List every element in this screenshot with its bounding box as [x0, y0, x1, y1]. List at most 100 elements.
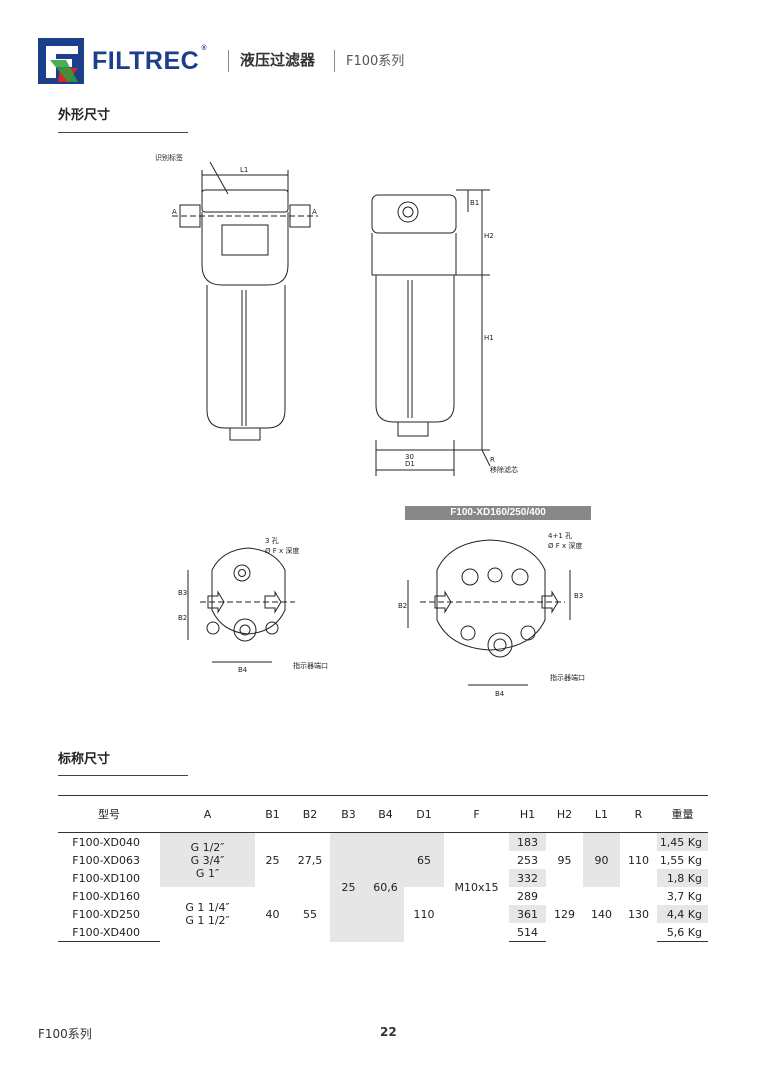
- l1-cell: 90: [583, 832, 620, 887]
- id-label-plate: [221, 224, 269, 256]
- d1-cell: 110: [413, 907, 435, 921]
- header-title: 液压过滤器: [240, 51, 316, 69]
- dim-D1: D1: [405, 460, 415, 468]
- technical-drawing: 识别标签 L1 A A B1 H2 H1 D1 30 R 移除滤芯 3 孔 Ø …: [155, 153, 585, 698]
- col-header: A: [160, 795, 255, 833]
- thread-depth-text-2: Ø F x 深度: [548, 541, 582, 550]
- model-cell: F100-XD400: [58, 923, 160, 942]
- col-header: H2: [546, 795, 583, 833]
- l1-cell: 140: [591, 907, 612, 921]
- r-cell: 110: [620, 832, 657, 887]
- filter-head-side: [371, 194, 457, 234]
- col-header: 重量: [657, 795, 708, 833]
- dim-B2-large: B2: [398, 602, 407, 610]
- col-header: B1: [255, 795, 290, 833]
- indicator-port-text: 指示器端口: [293, 661, 328, 670]
- dim-R: R: [490, 456, 495, 464]
- holes-4-text: 4+1 孔: [548, 532, 572, 540]
- b4-cell: 60,6: [367, 832, 404, 942]
- weight-cell: 1,45 Kg: [657, 832, 708, 851]
- table-row: F100-XD040 G 1/2″G 3/4″G 1″ 25 27,5 25 6…: [58, 832, 708, 942]
- dim-B1: B1: [470, 199, 479, 207]
- drain-plug: [229, 427, 261, 441]
- page-number: 22: [380, 1025, 397, 1039]
- section-rule: [58, 775, 188, 776]
- weight-cell: 1,8 Kg: [657, 869, 708, 887]
- d1-cell: 65: [404, 832, 444, 887]
- h1-cell: 289: [517, 889, 538, 903]
- table-row: F100-XD160 G 1 1/4″G 1 1/2″ 40 55 110 28…: [58, 887, 708, 928]
- dim-B3-large: B3: [574, 592, 583, 600]
- section-title-outline: 外形尺寸: [58, 108, 111, 123]
- table-header-row: 型号 A B1 B2 B3 B4 D1 F H1 H2 L1 R 重量: [58, 795, 708, 833]
- top-view-large: [436, 539, 546, 651]
- dim-H2: H2: [484, 232, 494, 240]
- dim-L1: L1: [240, 166, 248, 174]
- filter-head-front: [201, 189, 289, 213]
- drain-plug-side: [397, 421, 429, 437]
- h1-cell: 253: [517, 853, 538, 867]
- header-divider: [228, 50, 229, 72]
- section-title-nominal: 标称尺寸: [58, 752, 111, 767]
- thread-depth-text: Ø F x 深度: [265, 546, 299, 555]
- h1-cell: 361: [509, 905, 546, 923]
- r-cell: 130: [628, 907, 649, 921]
- id-label-text: 识别标签: [155, 153, 183, 162]
- h1-cell: 514: [509, 923, 546, 942]
- col-header: H1: [509, 795, 546, 833]
- model-cell: F100-XD063: [72, 853, 140, 867]
- h1-cell: 183: [509, 832, 546, 851]
- weight-cell: 3,7 Kg: [666, 889, 702, 903]
- weight-cell: 5,6 Kg: [657, 923, 708, 942]
- table-row: F100-XD063 253 1,55 Kg: [58, 851, 708, 869]
- brand-name: FILTREC®: [92, 45, 208, 75]
- dimensions-table: 型号 A B1 B2 B3 B4 D1 F H1 H2 L1 R 重量 F100…: [58, 795, 708, 942]
- model-label: F100-XD160/250/400: [405, 506, 591, 520]
- remove-filter-text: 移除滤芯: [490, 465, 518, 474]
- filter-head-body: [201, 212, 289, 286]
- dim-B2: B2: [178, 614, 187, 622]
- weight-cell: 1,55 Kg: [659, 853, 702, 867]
- model-cell: F100-XD100: [72, 871, 140, 885]
- col-header: B3: [330, 795, 367, 833]
- col-header: D1: [404, 795, 444, 833]
- table-row: F100-XD100 332 1,8 Kg: [58, 869, 708, 887]
- header-series: F100系列: [346, 54, 405, 69]
- col-header: B2: [290, 795, 330, 833]
- b2-cell: 55: [303, 907, 317, 921]
- section-rule: [58, 132, 188, 133]
- col-header: 型号: [58, 795, 160, 833]
- holes-3-text: 3 孔: [265, 537, 279, 545]
- dim-B3: B3: [178, 589, 187, 597]
- col-header: R: [620, 795, 657, 833]
- table-row: F100-XD400 514 5,6 Kg: [58, 923, 708, 942]
- filtrec-logo-icon: [38, 38, 84, 84]
- dim-A: A: [172, 208, 177, 216]
- header-divider: [334, 50, 335, 72]
- weight-cell: 4,4 Kg: [657, 905, 708, 923]
- b3-cell: 25: [330, 832, 367, 942]
- h1-cell: 332: [509, 869, 546, 887]
- model-cell: F100-XD160: [72, 889, 140, 903]
- f-cell: M10x15: [444, 832, 509, 942]
- table-row: F100-XD250 361 4,4 Kg: [58, 905, 708, 923]
- col-header: L1: [583, 795, 620, 833]
- b2-cell: 27,5: [290, 832, 330, 887]
- dim-A-right: A: [312, 208, 317, 216]
- col-header: F: [444, 795, 509, 833]
- dim-B4: B4: [238, 666, 248, 674]
- model-cell: F100-XD040: [58, 832, 160, 851]
- dim-H1: H1: [484, 334, 494, 342]
- b1-cell: 25: [255, 832, 290, 887]
- page-header: FILTREC® 液压过滤器 F100系列: [38, 38, 738, 84]
- model-cell: F100-XD250: [72, 907, 140, 921]
- a-cell: G 1 1/4″G 1 1/2″: [185, 901, 230, 928]
- filter-bowl-side: [375, 275, 455, 423]
- dim-30: 30: [405, 453, 414, 461]
- h2-cell: 95: [546, 832, 583, 887]
- dim-B4-large: B4: [495, 690, 505, 698]
- col-header: B4: [367, 795, 404, 833]
- indicator-port-text-2: 指示器端口: [550, 673, 585, 682]
- top-view-small: [211, 547, 286, 635]
- footer-series: F100系列: [38, 1027, 92, 1041]
